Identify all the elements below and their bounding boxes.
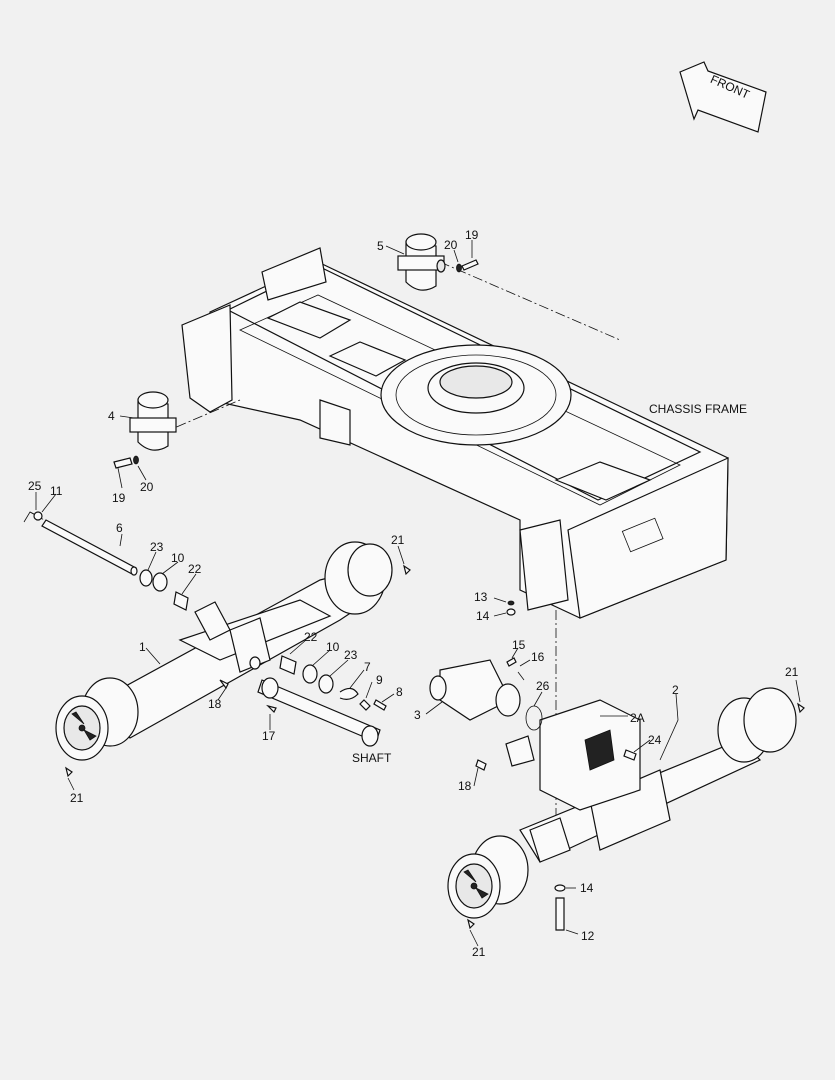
washers-22-10-23-rear [279,655,387,711]
callout-10a: 10 [171,551,185,565]
callout-21d: 21 [472,945,486,959]
small-hardware [65,564,805,931]
callout-18a: 18 [208,697,222,711]
callout-5: 5 [377,239,384,253]
callout-16: 16 [531,650,545,664]
callout-21c: 21 [785,665,799,679]
o-ring-26 [525,705,543,731]
callout-20a: 20 [444,238,458,252]
callout-26: 26 [536,679,550,693]
callout-22a: 22 [188,562,202,576]
callout-20b: 20 [140,480,154,494]
callout-7: 7 [364,660,371,674]
callout-23a: 23 [150,540,164,554]
drive-shaft [257,677,381,747]
rear-axle-2 [447,687,797,919]
mount-block-5 [397,233,479,291]
front-axle-1 [55,541,393,761]
callout-12: 12 [581,929,595,943]
callout-23b: 23 [344,648,358,662]
hydraulic-motor-3 [429,659,543,767]
callout-4: 4 [108,409,115,423]
callout-21a: 21 [391,533,405,547]
chassis-frame [181,247,729,619]
callout-15: 15 [512,638,526,652]
mount-block-4 [113,391,177,469]
callout-22b: 22 [304,630,318,644]
callout-13: 13 [474,590,488,604]
callout-14b: 14 [580,881,594,895]
callout-25: 25 [28,479,42,493]
washers-23-10-22-front [139,569,189,611]
shaft-label: SHAFT [352,751,392,765]
callout-3: 3 [414,708,421,722]
callout-2: 2 [672,683,679,697]
callout-1: 1 [139,640,146,654]
callout-10b: 10 [326,640,340,654]
callout-17: 17 [262,729,276,743]
gearbox-2a [539,699,641,811]
callout-19b: 19 [112,491,126,505]
callout-19a: 19 [465,228,479,242]
callout-14a: 14 [476,609,490,623]
callout-11: 11 [50,484,63,498]
pivot-pin-6 [23,511,138,576]
callout-18b: 18 [458,779,472,793]
callout-8: 8 [396,685,403,699]
callout-21b: 21 [70,791,84,805]
front-arrow: FRONT [679,61,767,133]
callout-2a: 2A [630,711,645,725]
leader-lines [35,240,801,947]
centerline-5 [439,261,621,341]
callout-6: 6 [116,521,123,535]
chassis-frame-label: CHASSIS FRAME [649,402,747,416]
callout-9: 9 [376,673,383,687]
callout-24: 24 [648,733,662,747]
